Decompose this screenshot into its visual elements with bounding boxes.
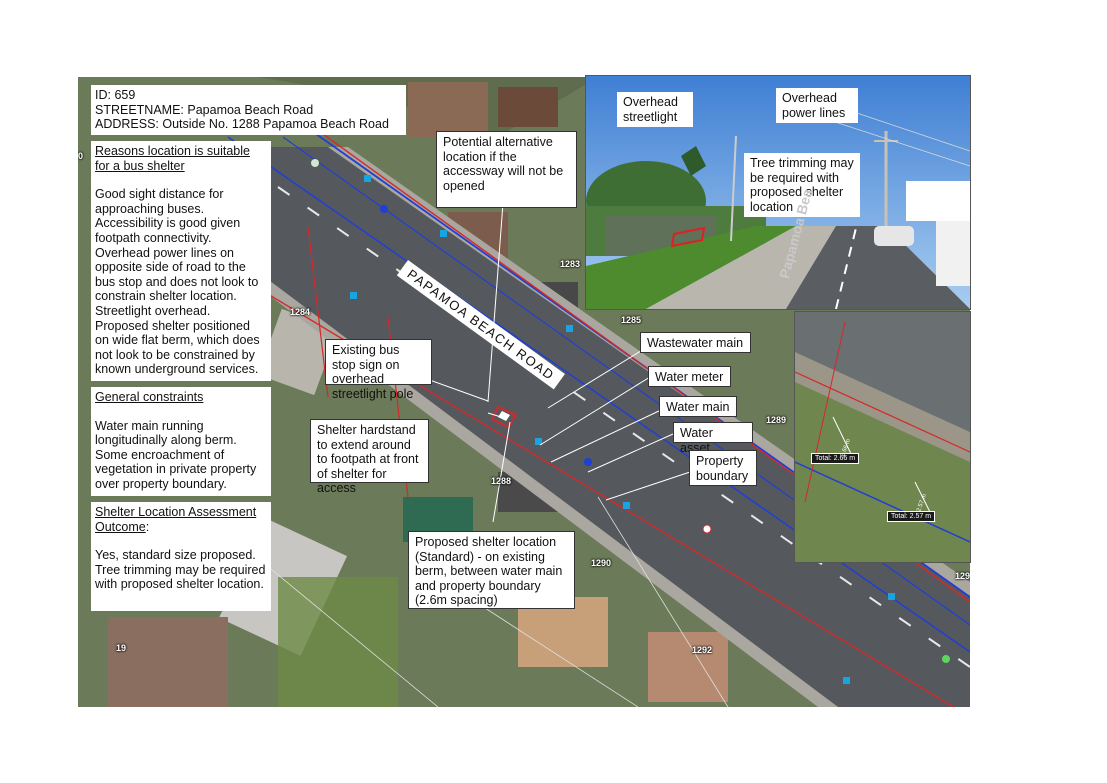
house-number-19: 19 [116, 643, 127, 653]
house-number-1284: 1284 [290, 307, 311, 317]
callout-alternative-location: Potential alternative location if the ac… [436, 131, 577, 208]
house-number-1285: 1285 [621, 315, 642, 325]
house-number-1290: 1290 [591, 558, 612, 568]
house-number-129: 129 [955, 571, 970, 581]
constraints-body: Water main running longitudinally along … [95, 418, 257, 491]
callout-wastewater-main: Wastewater main [640, 332, 751, 353]
measurement-total-b: Total: 2.57 m [887, 511, 936, 522]
measurement-inset: Total: 2.66 m Total: 2.57 m 2.66 m 2.57 … [794, 311, 971, 563]
site-info-box: ID: 659 STREETNAME: Papamoa Beach Road A… [91, 85, 406, 135]
constraints-heading: General constraints [95, 390, 204, 404]
house-number-0: 0 [78, 151, 84, 161]
house-number-1288: 1288 [491, 476, 512, 486]
street-view-photo: Overhead streetlight Overhead power line… [585, 75, 971, 310]
photo-label-streetlight: Overhead streetlight [617, 92, 693, 127]
measurement-total-a: Total: 2.66 m [811, 453, 860, 464]
outcome-heading-colon: : [145, 519, 150, 534]
callout-water-meter: Water meter [648, 366, 731, 387]
reasons-heading: Reasons location is suitable for a bus s… [95, 144, 250, 173]
measurement-image [795, 312, 970, 562]
outcome-body: Yes, standard size proposed. Tree trimmi… [95, 548, 266, 592]
reasons-body: Good sight distance for approaching buse… [95, 187, 260, 377]
photo-label-tree-trimming: Tree trimming may be required with propo… [744, 153, 860, 217]
callout-bus-stop-sign: Existing bus stop sign on overhead stree… [325, 339, 432, 401]
outcome-heading: Shelter Location Assessment Outcome [95, 505, 257, 534]
site-address: ADDRESS: Outside No. 1288 Papamoa Beach … [95, 117, 389, 132]
callout-property-boundary: Property boundary [689, 450, 757, 486]
site-streetname: STREETNAME: Papamoa Beach Road [95, 102, 314, 117]
outcome-box: Shelter Location Assessment Outcome: Yes… [91, 502, 271, 611]
callout-proposed-location: Proposed shelter location (Standard) - o… [408, 531, 575, 609]
callout-shelter-hardstand: Shelter hardstand to extend around to fo… [310, 419, 429, 495]
house-number-1292: 1292 [692, 645, 713, 655]
house-number-1283: 1283 [560, 259, 581, 269]
site-id: ID: 659 [95, 88, 136, 102]
callout-water-asset: Water asset [673, 422, 753, 455]
house-number-1289: 1289 [766, 415, 787, 425]
reasons-box: Reasons location is suitable for a bus s… [91, 141, 271, 381]
constraints-box: General constraints Water main running l… [91, 387, 271, 496]
callout-water-main: Water main [659, 396, 737, 417]
photo-label-power-lines: Overhead power lines [776, 88, 858, 123]
